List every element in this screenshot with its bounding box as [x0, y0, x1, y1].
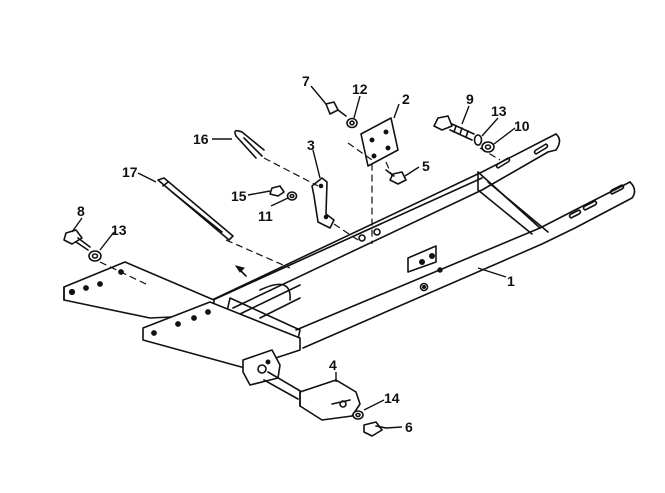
washer-part-12	[346, 117, 358, 129]
callout-13-right: 13	[491, 103, 507, 119]
washer-part-13-right	[473, 134, 483, 146]
callout-4: 4	[329, 357, 337, 373]
bolt-part-8	[63, 229, 91, 251]
callout-13-left: 13	[111, 222, 127, 238]
frame-center-bar	[212, 177, 483, 319]
front-side-plate	[142, 301, 301, 369]
callout-1: 1	[507, 273, 515, 289]
callout-6: 6	[405, 419, 413, 435]
callout-labels: 1 2 3 4 5 6 7 8 9 10 11 12 13 13 14 15 1…	[77, 73, 530, 435]
callout-12: 12	[352, 81, 368, 97]
callout-7: 7	[302, 73, 310, 89]
callout-16: 16	[193, 131, 209, 147]
callout-leaders	[71, 85, 516, 429]
callout-10: 10	[514, 118, 530, 134]
long-pin-part-17	[157, 177, 234, 241]
washer-part-14	[352, 410, 364, 420]
bolt-part-6	[363, 421, 387, 437]
frame-fastener	[419, 282, 429, 292]
front-pivot-bracket	[242, 349, 281, 386]
frame-rear-rail	[211, 133, 561, 309]
hairpin-clip-part-16	[234, 129, 265, 159]
pin-insertion-arrow	[234, 265, 247, 277]
frame-cross-member	[477, 171, 549, 235]
nut-part-15	[269, 185, 285, 197]
pivot-arm	[299, 379, 361, 421]
bolt-part-9	[433, 115, 475, 141]
assembly-lines	[99, 142, 501, 286]
mounting-plate-part-2	[360, 117, 399, 167]
nut-part-10	[481, 141, 495, 153]
washer-part-11	[286, 191, 298, 201]
callout-8: 8	[77, 203, 85, 219]
washer-part-13-left	[88, 250, 102, 262]
bolt-part-5	[385, 169, 407, 185]
callout-5: 5	[422, 158, 430, 174]
rail-holes	[358, 228, 381, 242]
callout-9: 9	[466, 91, 474, 107]
callout-14: 14	[384, 390, 400, 406]
callout-17: 17	[122, 164, 138, 180]
callout-15: 15	[231, 188, 247, 204]
callout-2: 2	[402, 91, 410, 107]
bracket-part-3	[311, 177, 335, 229]
bolt-part-7	[325, 101, 347, 117]
callout-11: 11	[258, 208, 273, 224]
callout-3: 3	[307, 137, 315, 153]
frame-upright-tab	[407, 245, 443, 273]
frame-front-rail	[295, 181, 636, 349]
pivot-rod	[263, 371, 303, 400]
